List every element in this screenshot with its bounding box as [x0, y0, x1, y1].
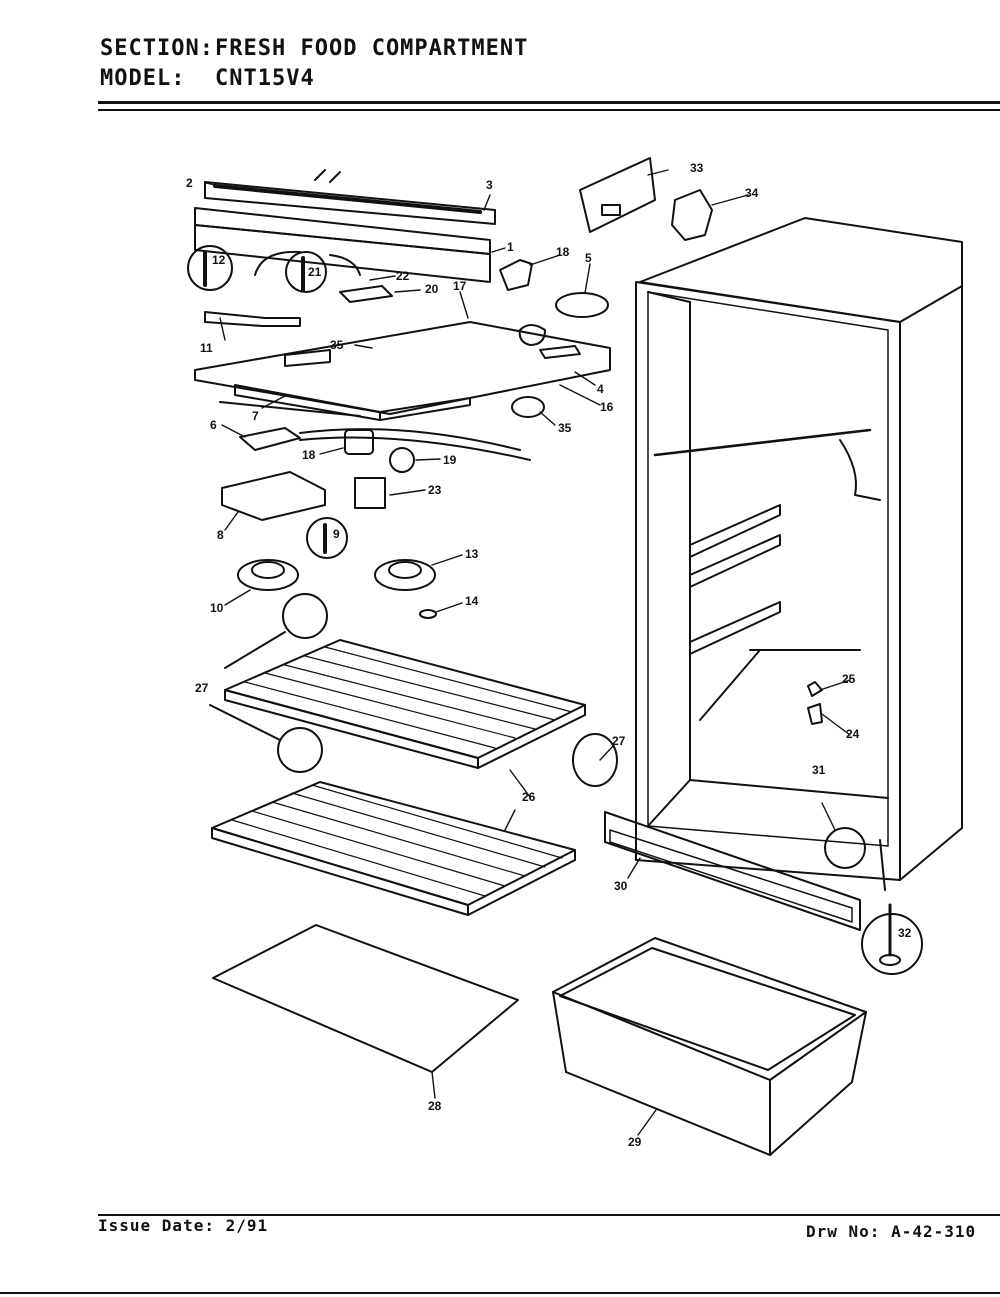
section-heading: SECTION:FRESH FOOD COMPARTMENT [100, 36, 528, 61]
callout-12: 12 [212, 253, 226, 267]
model-heading: MODEL: CNT15V4 [100, 66, 315, 91]
glide-27-lower [277, 727, 323, 773]
detail-circle-31 [824, 827, 866, 869]
callout-21: 21 [308, 265, 322, 279]
callout-28: 28 [428, 1099, 442, 1113]
callout-35-top: 35 [330, 338, 344, 352]
glass-shelf-28 [212, 924, 519, 1073]
callout-22: 22 [396, 269, 410, 283]
callout-32: 32 [898, 926, 912, 940]
refrigerator-cabinet [635, 217, 963, 891]
bracket-8 [221, 471, 326, 521]
model-label: MODEL: [100, 66, 186, 91]
detail-circle-12 [187, 245, 233, 291]
callout-18-top: 18 [556, 245, 570, 259]
callout-10: 10 [210, 601, 224, 615]
callout-35-bottom: 35 [558, 421, 572, 435]
bracket-33 [579, 157, 656, 233]
callout-7: 7 [252, 409, 259, 423]
detail-circle-9 [306, 517, 348, 559]
callout-23: 23 [428, 483, 442, 497]
callout-5: 5 [585, 251, 592, 265]
callout-24: 24 [846, 727, 860, 741]
clip-11 [204, 311, 301, 327]
callout-9: 9 [333, 527, 340, 541]
glide-27-right [572, 733, 618, 787]
section-title: FRESH FOOD COMPARTMENT [215, 36, 529, 61]
wire-shelf-lower [211, 781, 576, 916]
roller-10 [237, 559, 299, 591]
callout-3: 3 [486, 178, 493, 192]
shelf-wires-lower [231, 784, 563, 897]
switch-18-top [499, 259, 533, 291]
wire-shelf-upper [224, 639, 586, 769]
callout-29: 29 [628, 1135, 642, 1149]
callout-19: 19 [443, 453, 457, 467]
callout-18-bottom: 18 [302, 448, 316, 462]
callout-30: 30 [614, 879, 628, 893]
control-housing-plate [194, 321, 611, 421]
footer-rule [98, 1214, 1000, 1216]
glide-27-upper [282, 593, 328, 639]
detail-circle-21 [285, 251, 327, 293]
bracket-34 [671, 189, 713, 241]
callout-13: 13 [465, 547, 479, 561]
section-label: SECTION: [100, 36, 214, 61]
callout-27-right: 27 [612, 734, 626, 748]
breaker-strip-assembly [194, 169, 496, 283]
callout-16: 16 [600, 400, 614, 414]
crisper-pan-29 [552, 937, 867, 1156]
callout-11: 11 [200, 341, 213, 355]
roller-13 [374, 559, 436, 591]
callout-26: 26 [522, 790, 536, 804]
callout-25: 25 [842, 672, 856, 686]
callout-1: 1 [507, 240, 514, 254]
header-rule-bottom [98, 109, 1000, 111]
callout-2: 2 [186, 176, 193, 190]
callout-33: 33 [690, 161, 704, 175]
issue-date: Issue Date: 2/91 [98, 1216, 269, 1235]
detail-circle-32 [861, 913, 923, 975]
callout-6: 6 [210, 418, 217, 432]
callout-17: 17 [453, 279, 467, 293]
shelf-wires-upper [244, 646, 573, 749]
callout-31: 31 [812, 763, 826, 777]
base-grille-30 [604, 811, 861, 931]
callout-8: 8 [217, 528, 224, 542]
callout-14: 14 [465, 594, 479, 608]
callout-labels: 2 3 1 18 5 33 34 12 21 22 20 17 11 35 4 … [186, 161, 912, 1149]
leader-lines [205, 169, 851, 1136]
callout-27-left: 27 [195, 681, 209, 695]
page-bottom-rule [0, 1292, 1000, 1294]
header-rule-top [98, 101, 1000, 104]
callout-4: 4 [597, 382, 604, 396]
drawing-number: Drw No: A-42-310 [806, 1222, 977, 1241]
model-number: CNT15V4 [215, 66, 315, 91]
callout-20: 20 [425, 282, 439, 296]
callout-34: 34 [745, 186, 759, 200]
